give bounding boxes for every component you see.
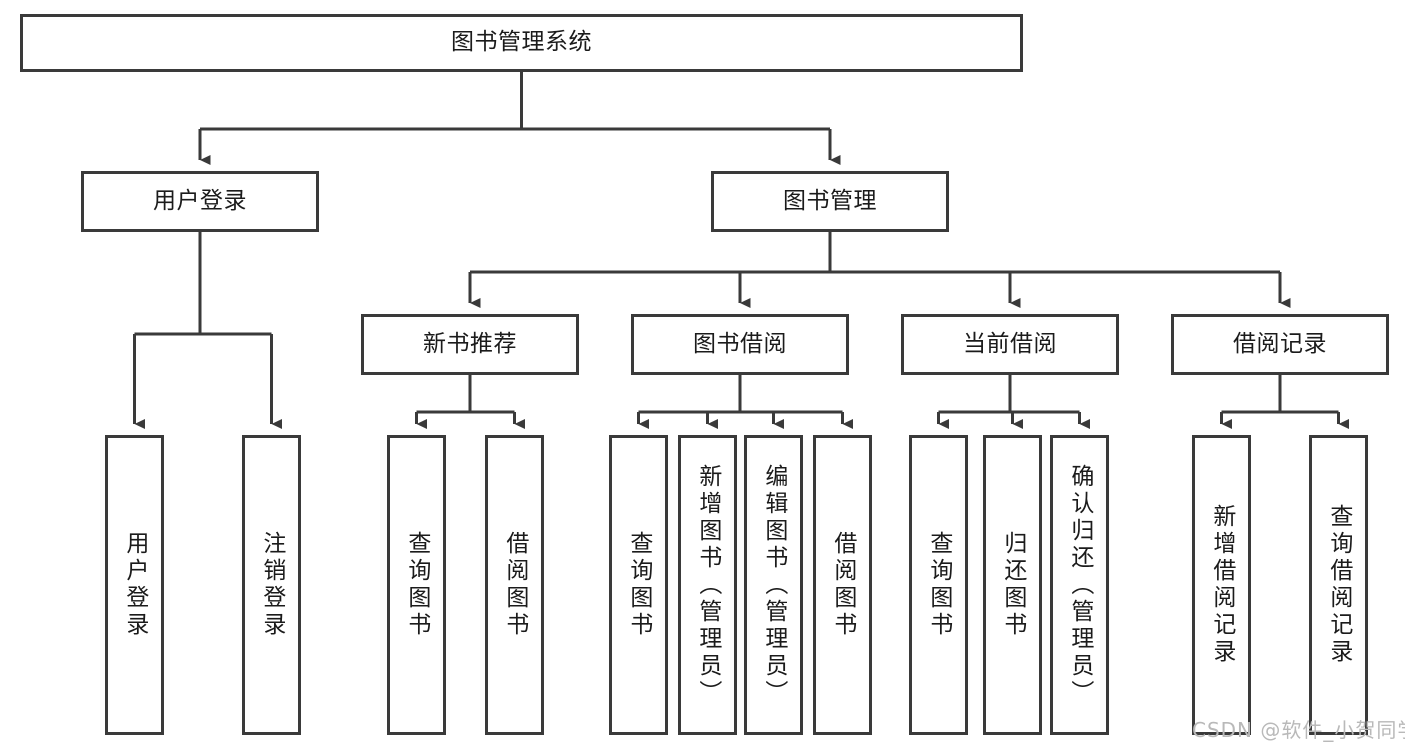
leaf-query-book-current[interactable]: 查询图书 — [909, 435, 968, 735]
node-new-book-recommend[interactable]: 新书推荐 — [361, 314, 579, 375]
leaf-confirm-return-admin[interactable]: 确认归还（管理员） — [1050, 435, 1109, 735]
node-book-borrow[interactable]: 图书借阅 — [631, 314, 849, 375]
node-root-book-management-system[interactable]: 图书管理系统 — [20, 14, 1023, 72]
leaf-add-borrow-record[interactable]: 新增借阅记录 — [1192, 435, 1251, 735]
leaf-query-book-recommend[interactable]: 查询图书 — [387, 435, 446, 735]
csdn-watermark: CSDN @软件_小贺同学 — [1192, 718, 1405, 742]
leaf-query-borrow-record[interactable]: 查询借阅记录 — [1309, 435, 1368, 735]
leaf-borrow-book-recommend[interactable]: 借阅图书 — [485, 435, 544, 735]
leaf-borrow-book[interactable]: 借阅图书 — [813, 435, 872, 735]
node-book-management[interactable]: 图书管理 — [711, 171, 949, 232]
leaf-add-book-admin[interactable]: 新增图书（管理员） — [678, 435, 737, 735]
leaf-user-login[interactable]: 用户登录 — [105, 435, 164, 735]
leaf-return-book[interactable]: 归还图书 — [983, 435, 1042, 735]
node-borrow-record[interactable]: 借阅记录 — [1171, 314, 1389, 375]
leaf-query-book-borrow[interactable]: 查询图书 — [609, 435, 668, 735]
node-user-login[interactable]: 用户登录 — [81, 171, 319, 232]
leaf-edit-book-admin[interactable]: 编辑图书（管理员） — [744, 435, 803, 735]
node-current-borrow[interactable]: 当前借阅 — [901, 314, 1119, 375]
leaf-logout[interactable]: 注销登录 — [242, 435, 301, 735]
